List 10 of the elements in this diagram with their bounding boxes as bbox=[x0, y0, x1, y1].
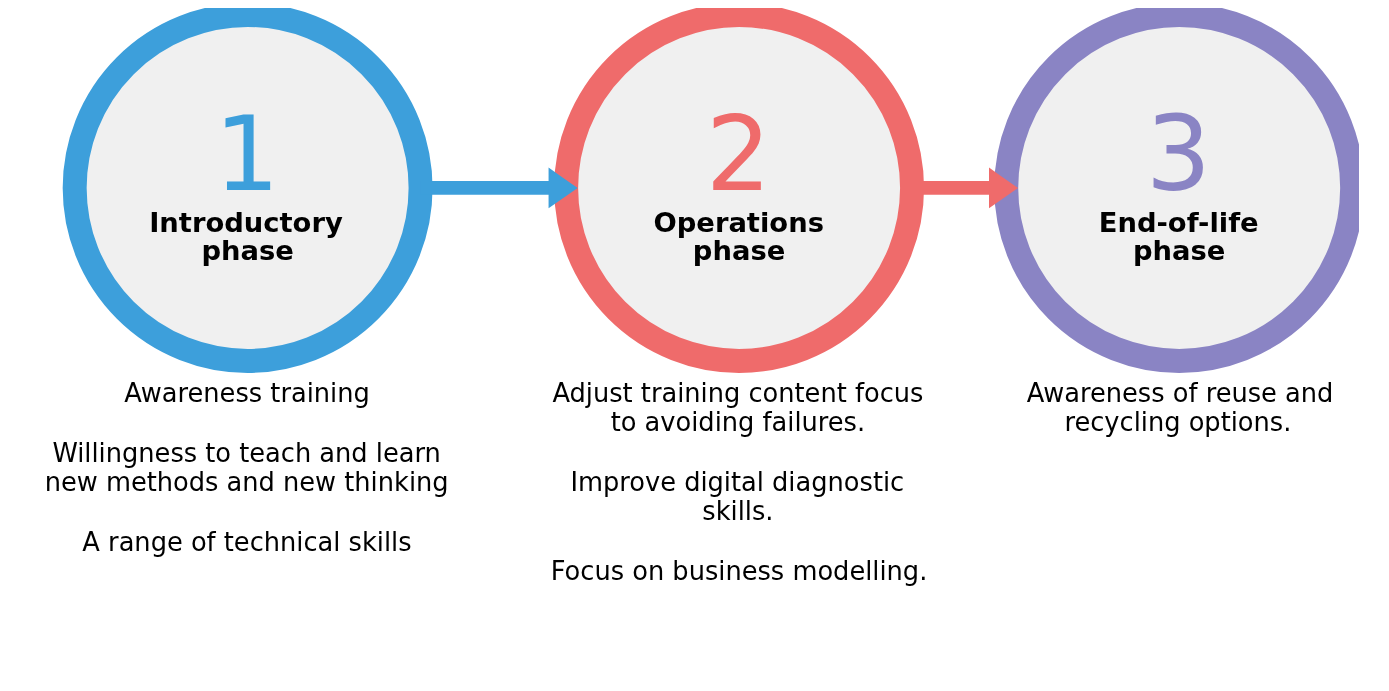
node-label: Awareness of reuse and recycling options. bbox=[1026, 378, 1333, 438]
node-label: Awareness training bbox=[123, 378, 370, 409]
node-label: Focus on business modelling. bbox=[550, 556, 927, 587]
node-circle: 2 Operations phase bbox=[553, 8, 924, 373]
node-label: Willingness to teach and learn new methods and new thinking bbox=[44, 437, 449, 498]
node-circle: 1 Introductory phase bbox=[62, 8, 433, 373]
node-label: A range of technical skills bbox=[81, 526, 412, 557]
node-label: Improve digital diagnostic skills. bbox=[569, 467, 904, 527]
node-label: Adjust training content focus to avoiding failures. bbox=[551, 378, 923, 438]
node-circle: 3 End-of-life phase bbox=[993, 8, 1359, 373]
